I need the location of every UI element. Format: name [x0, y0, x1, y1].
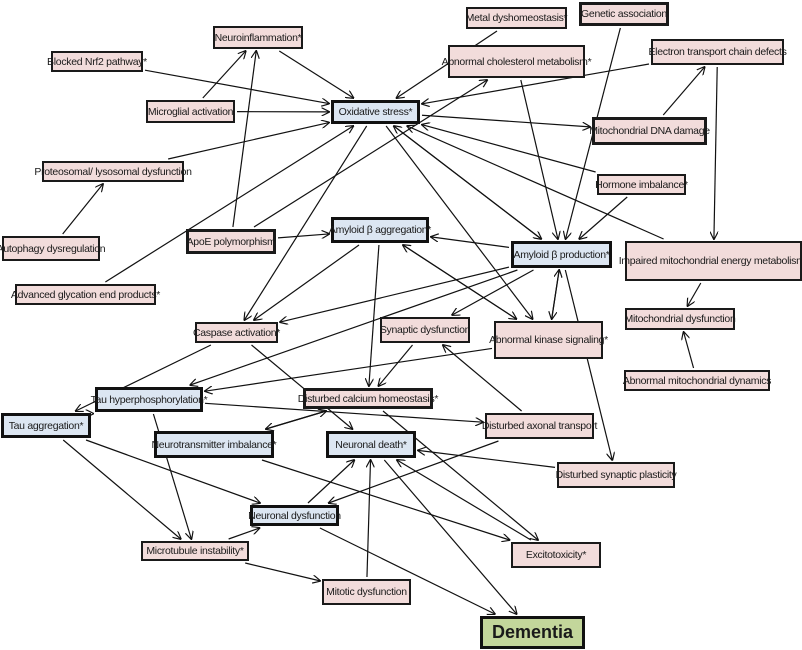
- node-mtdna: Mitochondrial DNA damage: [589, 117, 710, 145]
- edge-oxstress-to-kinase: [385, 125, 532, 319]
- edge-calcium-to-neurotrans: [266, 410, 327, 429]
- node-age: Advanced glycation end products*: [11, 284, 160, 305]
- edge-apoe-to-cholesterol: [253, 80, 487, 228]
- edge-hormone-to-oxstress: [422, 125, 596, 173]
- node-tauhyper: Tau hyperphosphorylation*: [91, 387, 208, 412]
- edge-tauagg-to-microtub: [62, 439, 181, 539]
- edge-axonal-to-synaptic: [443, 345, 522, 412]
- edge-abprod-to-synaptic: [452, 269, 534, 315]
- edge-abprod-to-plasticity: [564, 269, 612, 460]
- edge-abagg-to-caspase: [254, 244, 360, 320]
- edge-neuroinfl-to-oxstress: [278, 50, 353, 98]
- edge-nrf2-to-oxstress: [144, 69, 329, 103]
- edge-abagg-to-calcium: [369, 244, 380, 386]
- node-microtub: Microtubule instability*: [141, 541, 249, 561]
- edge-age-to-oxstress: [105, 126, 353, 283]
- node-genetic: Genetic association: [579, 2, 669, 26]
- node-excito: Excitotoxicity*: [511, 542, 601, 568]
- node-axonal: Disturbed axonal transport: [482, 413, 597, 439]
- node-impaired: Impaired mitochondrial energy metabolism…: [619, 241, 802, 281]
- node-neuroinfl: Neuroinflammation*: [213, 26, 303, 49]
- node-hormone: Hormone imbalance*: [595, 174, 688, 195]
- edge-oxstress-to-caspase: [244, 125, 368, 320]
- node-dementia: Dementia: [480, 616, 585, 649]
- node-oxstress: Oxidative stress*: [331, 100, 420, 124]
- node-abagg: Amyloid β aggregation*: [329, 217, 431, 243]
- node-etc: Electron transport chain defects: [648, 39, 787, 65]
- edge-impaired-to-mitodys: [688, 282, 702, 306]
- edge-proteo-to-oxstress: [168, 123, 329, 160]
- edge-oxstress-to-mtdna: [421, 114, 590, 127]
- node-microglia: Microglial activation: [146, 100, 235, 123]
- edge-tauhyper-to-axonal: [204, 402, 483, 422]
- node-proteo: Proteosomal/ lysosomal dysfunction: [34, 161, 192, 182]
- edge-neurodys-to-death: [307, 460, 354, 504]
- edge-autophagy-to-proteo: [62, 184, 103, 235]
- edge-impaired-to-oxstress: [407, 126, 664, 240]
- edge-tauagg-to-neurodys: [85, 439, 260, 503]
- node-plasticity: Disturbed synaptic plasticity: [556, 462, 677, 488]
- node-metal: Metal dyshomeostasis*: [466, 7, 568, 29]
- edge-caspase-to-death: [251, 344, 353, 429]
- edge-hormone-to-abprod: [579, 196, 628, 239]
- edge-synaptic-to-calcium: [378, 344, 413, 386]
- edge-kinase-to-abagg: [403, 245, 517, 320]
- edge-apoe-to-abagg: [277, 234, 329, 238]
- edge-kinase-to-abprod: [551, 270, 559, 320]
- edge-microtub-to-neurodys: [228, 528, 260, 540]
- node-cholesterol: Abnormal cholesterol metabolism*: [442, 45, 592, 78]
- node-synaptic: Synaptic dysfunction: [380, 317, 470, 343]
- node-mitotic: Mitotic dysfunction: [322, 579, 411, 605]
- node-mitodys: Mitochondrial dysfunction: [625, 308, 736, 330]
- edge-mitodyn-to-mitodys: [684, 332, 695, 369]
- edge-cholesterol-to-abprod: [520, 79, 558, 239]
- node-neurotrans: Neurotransmitter imbalance*: [152, 431, 277, 458]
- node-nrf2: Blocked Nrf2 pathway*: [47, 51, 147, 72]
- edge-neurodys-to-dementia: [319, 527, 495, 614]
- edge-apoe-to-neuroinfl: [232, 51, 256, 228]
- edge-mitotic-to-death: [367, 460, 371, 578]
- edge-microglia-to-neuroinfl: [202, 51, 246, 99]
- node-neurodys: Neuronal dysfunction: [248, 505, 341, 526]
- node-kinase: Abnormal kinase signaling*: [489, 321, 608, 359]
- node-abprod: Amyloid β production*: [511, 241, 612, 268]
- edge-excito-to-death: [397, 460, 532, 541]
- edge-etc-to-oxstress: [422, 63, 650, 104]
- node-tauagg: Tau aggregation*: [1, 413, 91, 438]
- edge-abprod-to-abagg: [431, 237, 510, 249]
- edge-neurotrans-to-excito: [261, 459, 510, 540]
- edge-etc-to-impaired: [714, 66, 717, 239]
- edge-metal-to-oxstress: [397, 30, 498, 98]
- edge-axonal-to-neurodys: [329, 440, 499, 503]
- edge-plasticity-to-death: [418, 450, 556, 469]
- edge-abprod-to-caspase: [280, 266, 510, 322]
- edge-abprod-to-tauhyper: [190, 269, 518, 385]
- node-apoe: ApoE polymorphism: [186, 229, 276, 254]
- node-caspase: Caspase activation*: [193, 322, 280, 343]
- node-calcium: Disturbed calcium homeostasis*: [298, 388, 439, 409]
- edge-kinase-to-tauhyper: [205, 347, 493, 391]
- edge-mtdna-to-etc: [662, 67, 704, 116]
- edge-abprod-to-oxstress: [394, 126, 542, 240]
- edge-microtub-to-mitotic: [245, 562, 320, 581]
- node-death: Neuronal death*: [326, 431, 416, 458]
- edge-death-to-dementia: [383, 459, 516, 614]
- node-autophagy: Autophagy dysregulation: [0, 236, 106, 261]
- node-mitodyn: Abnormal mitochondrial dynamics: [623, 370, 771, 391]
